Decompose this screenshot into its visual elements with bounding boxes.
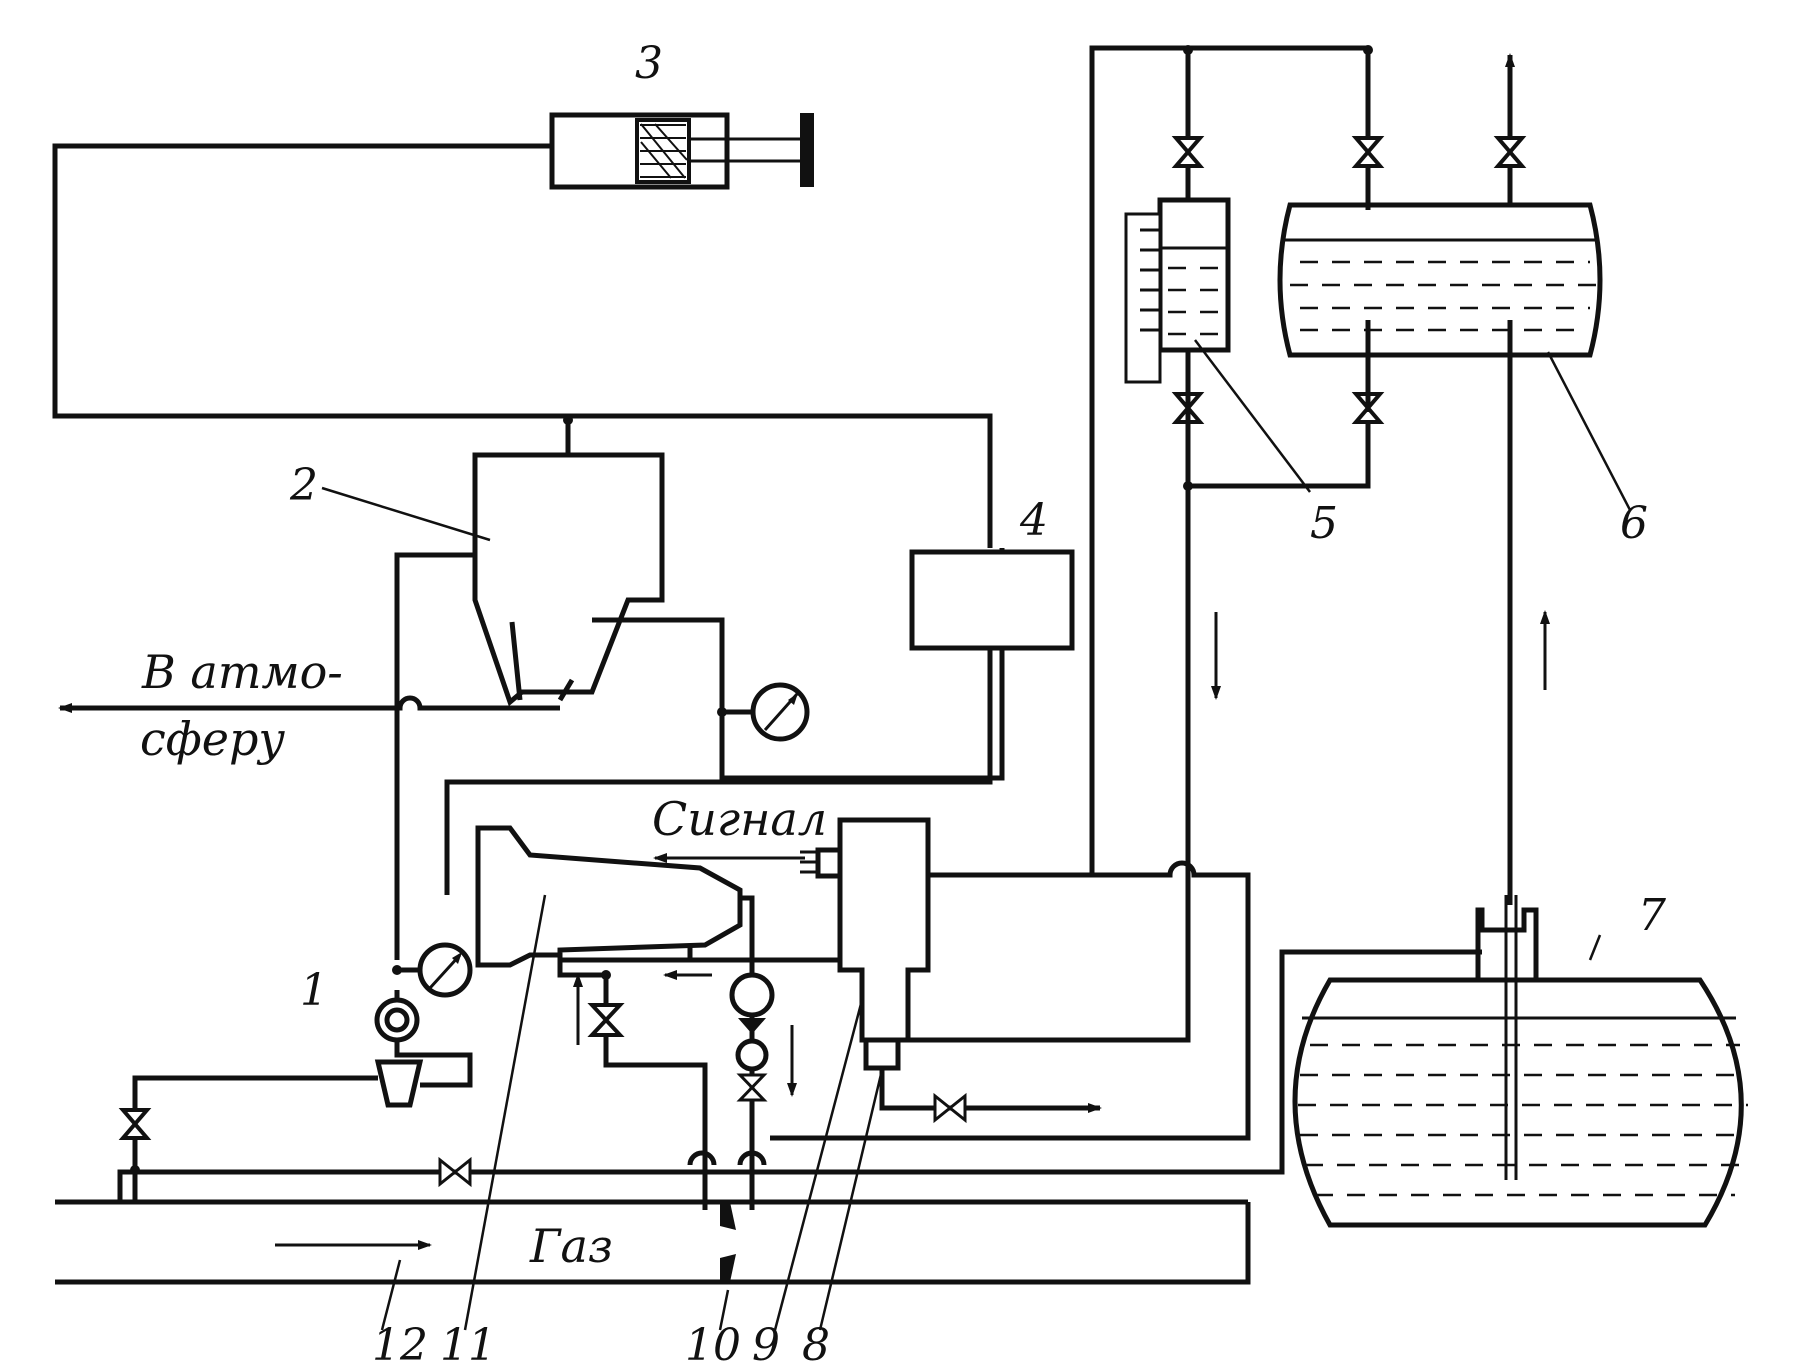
valve-icon [1493,136,1527,168]
pipe-device-right [770,860,1251,1141]
pipe-7-left [117,949,1482,1200]
label-11: 11 [440,1320,496,1370]
label-5: 5 [1310,498,1338,549]
pipe-2-left [394,552,475,960]
pipe-1-left [132,1075,378,1200]
pipe-5-down [908,412,1371,1043]
label-9: 9 [752,1320,780,1370]
pipe-2-right-gauge [592,548,1005,781]
valve-icon [933,1092,967,1124]
signal-device-9 [800,817,931,1071]
pipe-ejector-lower [557,955,840,963]
label-8: 8 [802,1320,830,1370]
gas-pipeline-12 [55,1199,1251,1285]
valve-icon [587,1003,625,1037]
level-vessel-5 [1124,197,1231,384]
label-1: 1 [300,965,328,1016]
gas-caption: Газ [529,1219,613,1273]
label-10: 10 [685,1320,741,1370]
pipe-4-to-11 [444,648,993,895]
label-4: 4 [1019,495,1048,546]
atmosphere-caption-line1: В атмо- [141,645,343,699]
tank-6 [1277,202,1603,358]
pump-icon [729,972,775,1102]
label-6: 6 [1620,498,1648,549]
regulator-1 [374,990,473,1108]
valve-icon [118,1108,152,1140]
valve-icon [1171,136,1385,424]
label-3: 3 [635,38,663,89]
ejector-11 [475,825,755,968]
pipe-8-outlet [879,1068,1102,1113]
atmosphere-vent-line [58,695,560,713]
tank-7 [1292,895,1748,1228]
pipe-device-to-vessels [928,45,1371,878]
label-2: 2 [289,460,318,511]
valve-icon [438,1156,472,1188]
label-12: 12 [372,1320,428,1370]
piston-cylinder-3 [549,112,814,190]
signal-caption: Сигнал [652,792,827,846]
pressure-gauge-icon [392,942,473,998]
block-4 [909,549,1075,651]
pressure-gauge-icon [717,682,810,742]
atmosphere-caption-line2: сферу [140,712,285,766]
pipe-3-loop [52,143,993,548]
label-7: 7 [1638,890,1666,941]
pipe-gas-crossovers [687,1150,767,1166]
hopper-2 [472,452,665,707]
